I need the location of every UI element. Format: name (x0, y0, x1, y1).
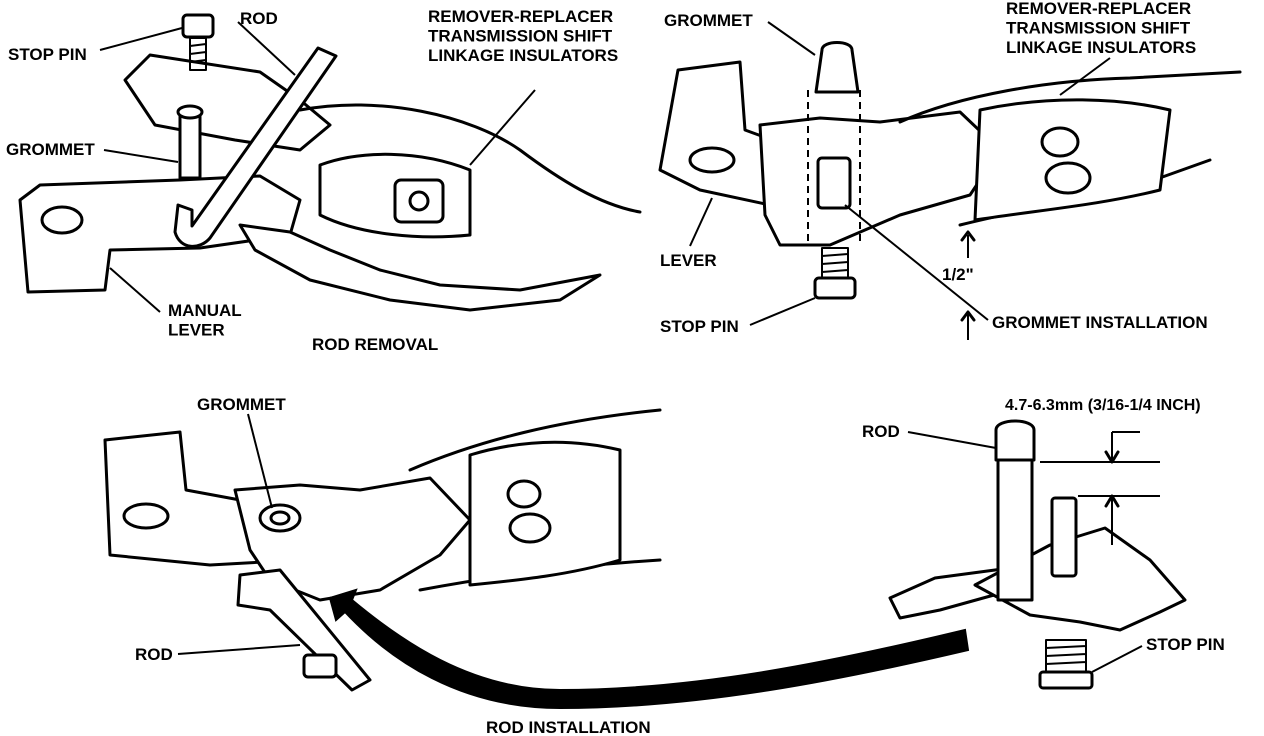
grommet-post (178, 110, 202, 180)
lever-hole-2 (688, 146, 736, 174)
lever-hole-3 (122, 502, 170, 530)
panel-title-rod-installation: ROD INSTALLATION (486, 718, 651, 736)
stop-pin-head (181, 13, 215, 39)
label-grommet-2: GROMMET (664, 11, 753, 30)
stop-pin-thread-2 (821, 247, 849, 279)
leader-stop-pin (99, 27, 183, 51)
dim-arrow-upper (1111, 431, 1140, 462)
stop-pin-nut-3 (302, 653, 338, 679)
insertion-arrow (328, 588, 970, 710)
dim-arrowhead-upper (1104, 450, 1120, 464)
dimension-arrow-up (960, 230, 976, 242)
label-stop-pin: STOP PIN (8, 45, 87, 64)
leader-tool (469, 89, 536, 166)
stop-pin-thread-4 (1045, 639, 1087, 673)
leader-grommet-2 (767, 21, 816, 56)
tool-handle-2-upper (898, 70, 1242, 124)
grommet-3 (258, 503, 302, 533)
rod-post (996, 453, 1034, 602)
tool-handle-3-upper (408, 408, 662, 472)
pivot-bolt (408, 190, 430, 212)
dim-arrowhead-lower (1104, 494, 1120, 508)
leader-stop-pin-4 (1091, 645, 1143, 673)
pivot-ring-3b (508, 512, 552, 544)
tool-jaw-lower (238, 223, 602, 312)
label-lever: LEVER (660, 251, 717, 270)
rod-drawing (173, 46, 338, 248)
stop-pin-detail-panel: 4.7-6.3mm (3/16-1/4 INCH) ROD STOP PIN (862, 397, 1225, 690)
rod-cap (994, 419, 1036, 462)
leader-stop-pin-2 (749, 297, 816, 326)
label-dimension-mm: 4.7-6.3mm (3/16-1/4 INCH) (1005, 397, 1201, 414)
stop-pin-thread (189, 37, 207, 71)
label-grommet-3: GROMMET (197, 395, 286, 414)
grommet-top (176, 104, 204, 120)
label-stop-pin-4: STOP PIN (1146, 635, 1225, 654)
rod-installation-panel: GROMMET ROD ROD INSTALLATION (103, 395, 970, 736)
leader-tool-2 (1059, 57, 1111, 96)
dimension-arrow-down (960, 310, 976, 322)
pivot-nut (393, 178, 445, 224)
pivot-ring-a (1040, 126, 1080, 158)
label-rod-3: ROD (135, 645, 173, 664)
stop-pin-body (816, 156, 852, 210)
tool-handle-upper (298, 103, 642, 214)
leader-rod-3 (177, 644, 301, 655)
label-rod: ROD (240, 9, 278, 28)
leader-rod-4 (907, 431, 997, 449)
pivot-ring-3a (506, 479, 542, 509)
label-dimension-half-inch: 1/2" (942, 265, 974, 284)
lever-hole (40, 205, 84, 235)
panel-title-grommet-installation: GROMMET INSTALLATION (992, 313, 1208, 332)
tool-body-3 (468, 440, 622, 587)
panel-title-rod-removal: ROD REMOVAL (312, 335, 438, 354)
leader-grommet-3 (247, 413, 273, 509)
leader-lever (689, 197, 713, 247)
leader-rod (237, 21, 296, 76)
grommet-cap (814, 41, 860, 94)
label-stop-pin-2: STOP PIN (660, 317, 739, 336)
tool-body-2 (973, 98, 1172, 222)
leader-manual-lever (109, 267, 161, 313)
grommet-3-inner (269, 510, 291, 526)
leader-grommet (103, 149, 179, 163)
label-grommet: GROMMET (6, 140, 95, 159)
label-rod-4: ROD (862, 422, 900, 441)
stop-pin-4 (1050, 496, 1078, 578)
stop-pin-nut-4 (1038, 670, 1094, 690)
stop-pin-nut-2 (813, 276, 857, 300)
pivot-ring-b (1044, 161, 1092, 195)
leader-installation (844, 204, 989, 321)
